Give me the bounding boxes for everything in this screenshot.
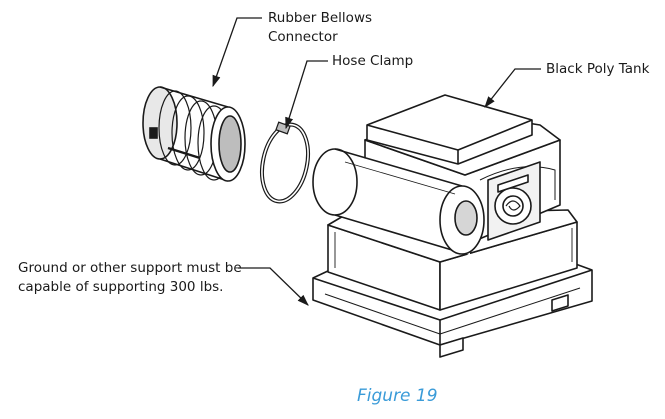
- support-note: Ground or other support must be capable …: [18, 259, 242, 297]
- rubber-bellows-label-line1: Rubber Bellows: [268, 10, 373, 26]
- support-note-line1: Ground or other support must be: [18, 260, 242, 276]
- hose-clamp-label: Hose Clamp: [332, 53, 414, 69]
- figure-caption: Figure 19: [357, 386, 438, 406]
- rubber-bellows-label-line2: Connector: [268, 29, 338, 45]
- hose-clamp-leader: [285, 60, 328, 130]
- rubber-bellows-connector: [142, 86, 246, 182]
- tank-leader: [484, 68, 541, 108]
- tank-label: Black Poly Tank: [546, 61, 650, 77]
- support-note-line2: capable of supporting 300 lbs.: [18, 279, 224, 295]
- outlet-port: [487, 161, 541, 241]
- support-leader: [238, 267, 309, 306]
- hose-clamp: [260, 121, 310, 204]
- bellows-leader: [212, 17, 262, 88]
- poly-tank: [312, 94, 593, 358]
- rubber-bellows-label: Rubber Bellows Connector: [268, 9, 372, 47]
- inlet-pipe: [312, 148, 485, 255]
- callout-leaders: [212, 17, 541, 306]
- tank-lid: [366, 94, 533, 165]
